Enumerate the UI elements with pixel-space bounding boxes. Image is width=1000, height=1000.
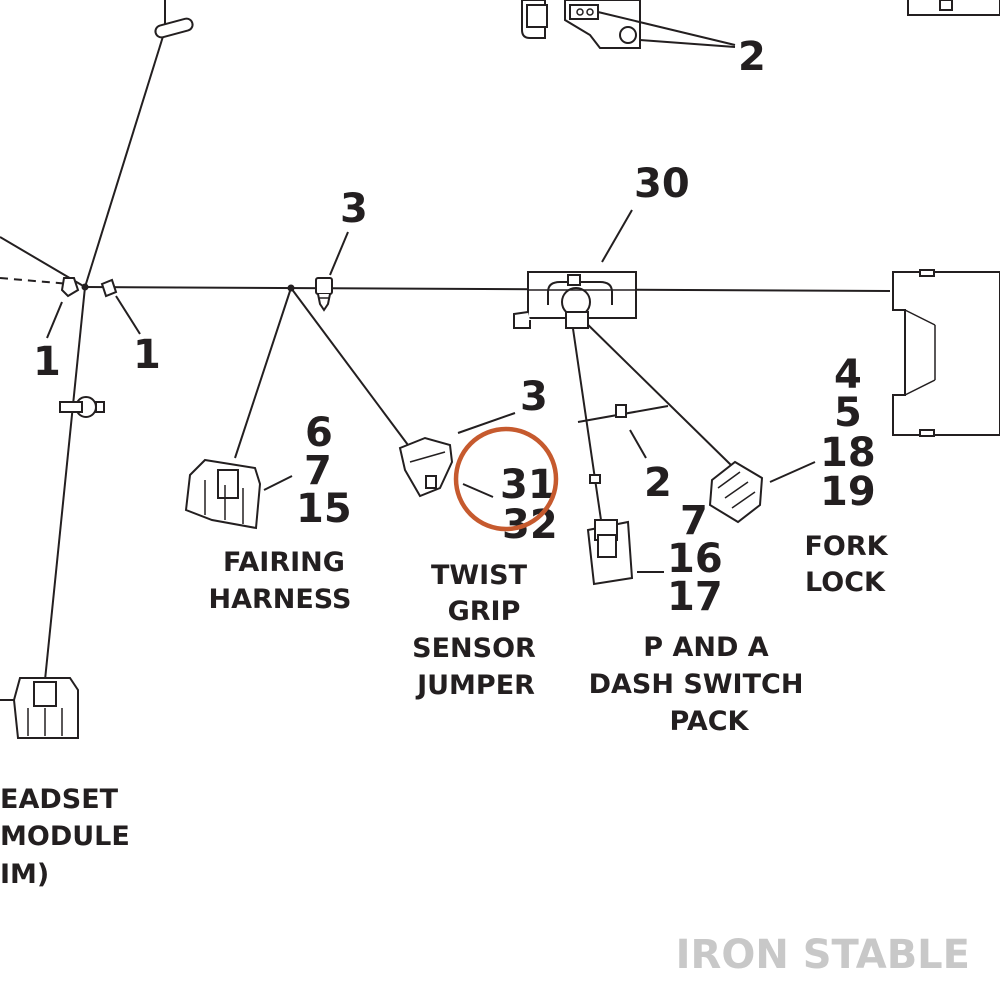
label-p-and-a: P AND A DASH SWITCH PACK — [589, 632, 804, 737]
harness-clip-1b — [100, 278, 118, 298]
left-wire-clip — [59, 396, 105, 418]
callout-1a: 1 — [33, 339, 61, 385]
callout-2-mid: 2 — [644, 460, 672, 506]
watermark: IRON STABLE — [676, 932, 970, 978]
label-fairing-harness: FAIRING HARNESS — [208, 547, 351, 615]
cable-tie-strap — [577, 404, 669, 423]
callout-7-fairing: 7 — [304, 448, 332, 494]
callout-17: 17 — [667, 574, 723, 620]
highlight-circle — [453, 426, 559, 532]
label-fairing-line2: HARNESS — [208, 584, 351, 615]
callout-19: 19 — [820, 469, 876, 515]
fork-lock-connector — [708, 460, 764, 524]
callout-18: 18 — [820, 430, 876, 476]
label-fork-line2: LOCK — [805, 567, 886, 598]
label-twist-line2: GRIP — [448, 596, 521, 627]
p-and-a-connector — [586, 474, 634, 586]
callout-numbers: 2 30 3 1 1 3 32 31 6 7 15 2 7 16 17 4 5 … — [33, 34, 876, 620]
callout-31: 31 — [500, 462, 556, 508]
label-twist-grip: TWIST GRIP SENSOR JUMPER — [412, 560, 536, 701]
label-headset-line2: MODULE — [0, 821, 130, 852]
callout-6: 6 — [305, 410, 333, 456]
label-fork-lock: FORK LOCK — [804, 531, 888, 598]
callout-7-dash: 7 — [680, 498, 708, 544]
right-frame-connector — [892, 269, 1000, 437]
label-headset-module: EADSET MODULE IM) — [0, 784, 130, 890]
callout-3-twist: 3 — [520, 374, 548, 420]
component-30-clamp — [513, 271, 637, 329]
label-headset-line1: EADSET — [0, 784, 119, 815]
headset-module-connector — [0, 677, 79, 739]
fairing-harness-connector — [184, 458, 262, 530]
label-pa-line2: DASH SWITCH — [589, 669, 804, 700]
callout-16: 16 — [667, 536, 723, 582]
harness-wires — [0, 29, 891, 681]
callout-1b: 1 — [133, 332, 161, 378]
callout-2-top: 2 — [738, 34, 766, 80]
label-twist-line3: SENSOR — [412, 633, 536, 664]
callout-4: 4 — [834, 352, 862, 398]
twist-grip-connector — [398, 436, 454, 498]
callout-3-harness: 3 — [340, 186, 368, 232]
callout-30: 30 — [634, 161, 690, 207]
leader-lines — [46, 11, 816, 573]
label-fairing-line1: FAIRING — [223, 547, 345, 578]
harness-clip-3 — [315, 277, 333, 312]
label-pa-line1: P AND A — [643, 632, 768, 663]
harness-clip-1a — [60, 277, 80, 298]
callout-5: 5 — [834, 390, 862, 436]
top-clip — [154, 0, 194, 39]
label-fork-line1: FORK — [804, 531, 888, 562]
callout-15: 15 — [296, 486, 352, 532]
label-pa-line3: PACK — [670, 706, 750, 737]
label-twist-line1: TWIST — [431, 560, 528, 591]
label-twist-line4: JUMPER — [415, 670, 535, 701]
label-headset-line3: IM) — [0, 859, 49, 890]
